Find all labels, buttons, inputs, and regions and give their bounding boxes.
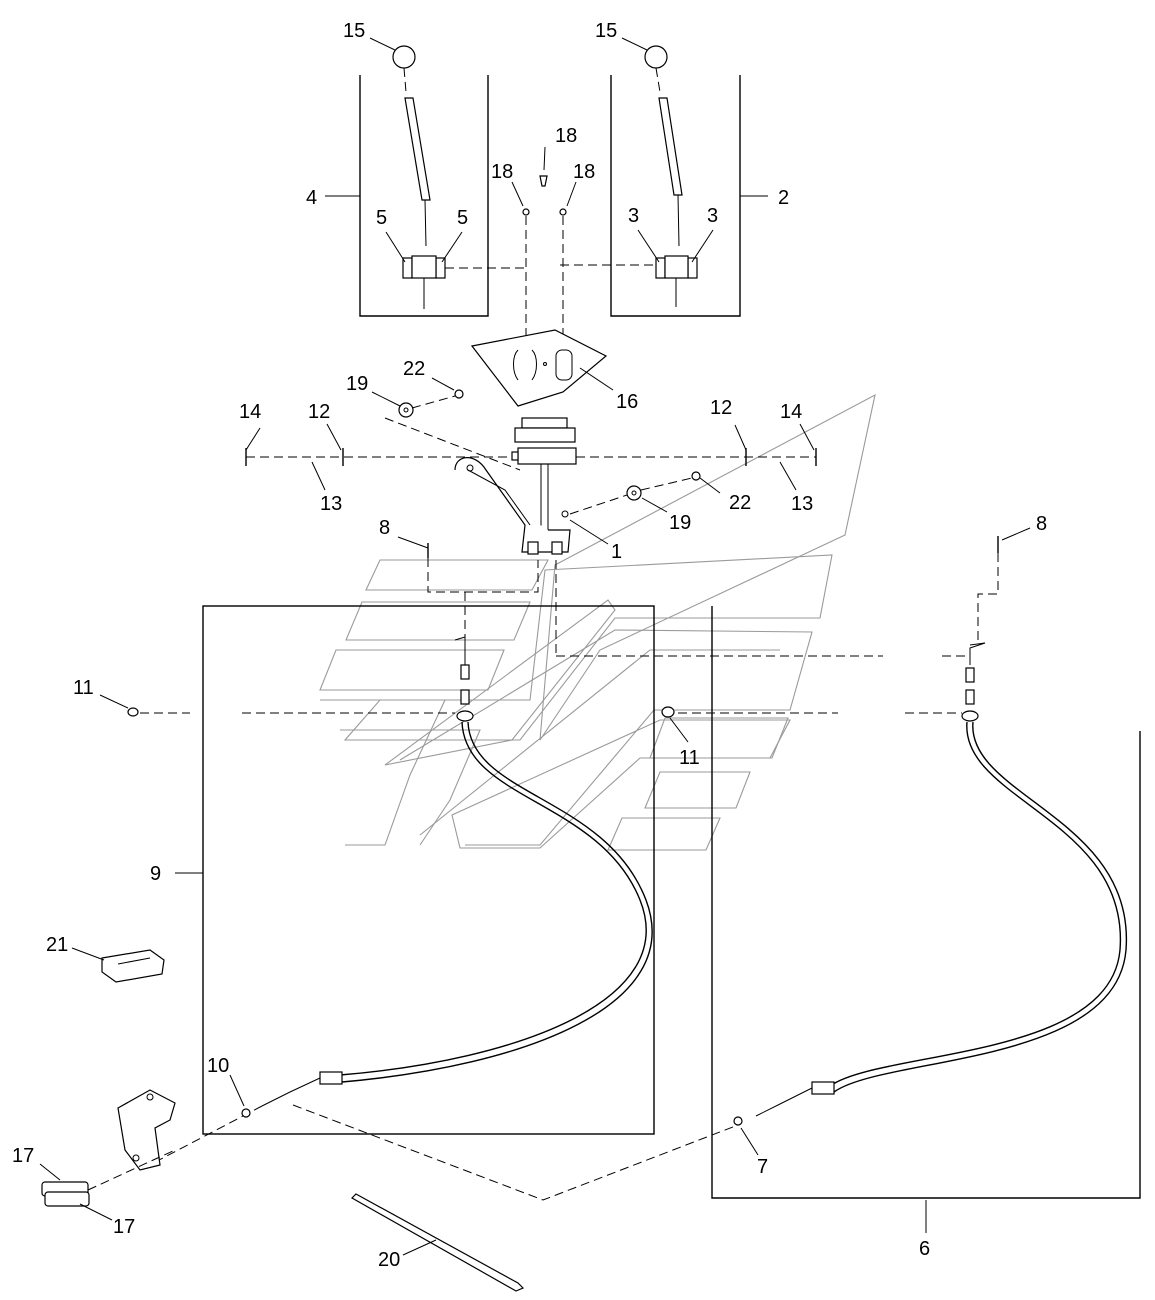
console-plate <box>470 329 608 407</box>
callout-18-right: 18 <box>573 161 595 183</box>
callout-13-left: 13 <box>320 493 342 515</box>
frame-boxes <box>202 75 1141 1199</box>
callout-5-right: 5 <box>457 207 468 229</box>
leader-lines <box>39 37 1031 1256</box>
callout-11-right: 11 <box>679 747 700 769</box>
callout-5-left: 5 <box>376 207 387 229</box>
callout-22-top: 22 <box>403 358 425 380</box>
callout-11-left: 11 <box>73 677 94 699</box>
callout-3-right: 3 <box>707 205 718 227</box>
callout-18-top: 18 <box>555 125 577 147</box>
control-housing <box>454 417 577 555</box>
callout-8-right: 8 <box>1036 513 1047 535</box>
callout-19-right: 19 <box>669 512 691 534</box>
right-cable <box>555 536 1127 1117</box>
pivot-shaft <box>245 448 817 466</box>
callout-16: 16 <box>616 391 638 413</box>
left-cable <box>139 543 653 1171</box>
callout-4: 4 <box>306 187 317 209</box>
callout-15-right: 15 <box>595 20 617 42</box>
watermark-logo <box>319 393 876 851</box>
callout-21: 21 <box>46 934 68 956</box>
screws <box>522 175 567 390</box>
callout-22-right: 22 <box>729 492 751 514</box>
right-shift-lever <box>560 45 698 312</box>
callout-labels: 15 15 18 18 18 4 2 5 5 3 3 22 19 16 14 1… <box>12 20 1047 1271</box>
callout-3-left: 3 <box>628 205 639 227</box>
callout-1: 1 <box>611 541 622 563</box>
callout-10: 10 <box>207 1055 229 1077</box>
left-shift-lever <box>392 45 526 312</box>
fasteners-upper <box>384 389 701 515</box>
callout-12-right: 12 <box>710 397 732 419</box>
callout-2: 2 <box>778 187 789 209</box>
callout-15-left: 15 <box>343 20 365 42</box>
callout-17-bottom: 17 <box>113 1216 135 1238</box>
callout-19-top: 19 <box>346 373 368 395</box>
callout-20: 20 <box>378 1249 400 1271</box>
callout-18-left: 18 <box>491 161 513 183</box>
callout-14-left: 14 <box>239 401 261 423</box>
callout-17-top: 17 <box>12 1145 34 1167</box>
callout-14-right: 14 <box>780 401 802 423</box>
fasteners-lower <box>41 1089 743 1207</box>
callout-8-left: 8 <box>379 517 390 539</box>
callout-6: 6 <box>919 1238 930 1260</box>
callout-9: 9 <box>150 863 161 885</box>
callout-12-left: 12 <box>308 401 330 423</box>
callout-7: 7 <box>757 1156 768 1178</box>
callout-13-right: 13 <box>791 493 813 515</box>
clips <box>127 706 962 718</box>
cable-tie <box>351 1193 525 1292</box>
rubber-block <box>101 949 165 983</box>
